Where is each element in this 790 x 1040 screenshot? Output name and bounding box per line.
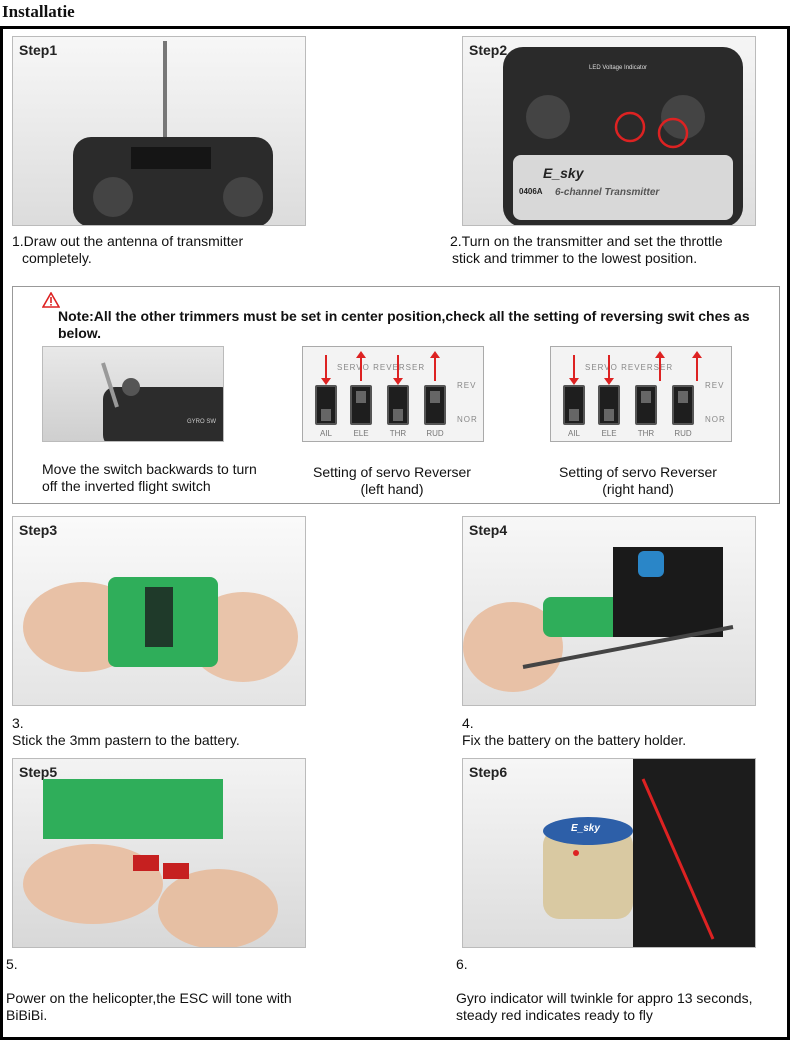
note-box (12, 286, 780, 504)
step4-caption-line2: Fix the battery on the battery holder. (462, 732, 687, 748)
channel-label-rud: RUD (426, 429, 444, 438)
transmitter-subtitle: 6-channel Transmitter (555, 187, 660, 198)
helicopter-frame-illustration (463, 547, 734, 692)
ail-down-arrow (321, 355, 331, 385)
reverser-title: SERVO REVERSER (585, 363, 674, 372)
ele-up-arrow (356, 351, 366, 381)
gyro-illustration (543, 759, 755, 947)
reverser-switch-ele (350, 385, 372, 425)
step2-photo: Step2 LED Voltage Indicator E_sky 0406A … (462, 36, 756, 226)
step4-photo: Step4 (462, 516, 756, 706)
nor-label: NOR (705, 415, 726, 424)
rud-up-arrow (692, 351, 702, 381)
step3-caption: 3. Stick the 3mm pastern to the battery. (12, 715, 312, 749)
rev-label: REV (457, 381, 477, 390)
ail-down-arrow (569, 355, 579, 385)
gyro-switch-label: GYRO SW (187, 419, 217, 425)
reverser-switch-rud (672, 385, 694, 425)
reverser-right-caption-line2: (right hand) (602, 481, 674, 497)
reverser-switch-thr (635, 385, 657, 425)
gyro-switch-caption: Move the switch backwards to turn off th… (42, 461, 282, 495)
led-indicator-label: LED Voltage Indicator (589, 65, 648, 71)
step4-caption-line1: 4. (462, 715, 474, 731)
reverser-switch-ail (563, 385, 585, 425)
step6-caption: Gyro indicator will twinkle for appro 13… (456, 990, 788, 1024)
gyro-switch-caption-line1: Move the switch backwards to turn (42, 461, 257, 477)
step1-caption-line2: completely. (22, 250, 92, 266)
step5-number: 5. (6, 956, 18, 972)
step1-label: Step1 (19, 42, 58, 58)
reverser-switch-rud (424, 385, 446, 425)
step1-caption: 1.Draw out the antenna of transmitter co… (12, 233, 312, 267)
step3-caption-line2: Stick the 3mm pastern to the battery. (12, 732, 240, 748)
channel-label-ele: ELE (353, 429, 369, 438)
step6-label: Step6 (469, 764, 508, 780)
page-frame (0, 26, 790, 1040)
step4-caption: 4. Fix the battery on the battery holder… (462, 715, 762, 749)
connector-illustration (23, 779, 278, 947)
channel-label-ele: ELE (601, 429, 617, 438)
step5-photo: Step5 (12, 758, 306, 948)
brand-logo: E_sky (543, 165, 584, 181)
reverser-right-caption: Setting of servo Reverser (right hand) (538, 464, 738, 498)
step5-caption-line2: Power on the helicopter,the ESC will ton… (6, 990, 292, 1006)
ele-down-arrow (604, 355, 614, 385)
reverser-left-caption: Setting of servo Reverser (left hand) (292, 464, 492, 498)
step5-caption: Power on the helicopter,the ESC will ton… (6, 990, 366, 1024)
step6-caption-line2: Gyro indicator will twinkle for appro 13… (456, 990, 753, 1006)
battery-illustration (23, 577, 298, 682)
step3-caption-line1: 3. (12, 715, 24, 731)
reverser-right-caption-line1: Setting of servo Reverser (559, 464, 717, 480)
step5-caption-line3: BiBiBi. (6, 1007, 48, 1023)
step6-caption-line3: steady red indicates ready to fly (456, 1007, 653, 1023)
warning-icon (42, 292, 60, 308)
gyro-switch-illustration (101, 362, 223, 441)
servo-reverser-left-hand: SERVO REVERSER AIL ELE THR RUD REV NOR (302, 346, 484, 442)
rud-up-arrow (430, 351, 440, 381)
nor-label: NOR (457, 415, 478, 424)
note-text: Note:All the other trimmers must be set … (58, 308, 750, 341)
reverser-switch-thr (387, 385, 409, 425)
reverser-switch-ele (598, 385, 620, 425)
step2-caption-line2: stick and trimmer to the lowest position… (452, 250, 698, 266)
step1-caption-line1: 1.Draw out the antenna of transmitter (12, 233, 244, 249)
channel-label-ail: AIL (319, 429, 332, 438)
step6-number: 6. (456, 956, 468, 972)
reverser-left-caption-line1: Setting of servo Reverser (313, 464, 471, 480)
channel-label-ail: AIL (567, 429, 580, 438)
reverser-left-caption-line2: (left hand) (360, 481, 424, 497)
channel-label-thr: THR (389, 429, 407, 438)
step2-caption-line1: 2.Turn on the transmitter and set the th… (450, 233, 723, 249)
step3-label: Step3 (19, 522, 58, 538)
channel-label-thr: THR (637, 429, 655, 438)
step2-label: Step2 (469, 42, 508, 58)
step6-photo: Step6 E_sky (462, 758, 756, 948)
channel-label-rud: RUD (674, 429, 692, 438)
gyro-brand-logo: E_sky (571, 823, 600, 834)
rev-label: REV (705, 381, 725, 390)
thr-up-arrow (655, 351, 665, 381)
page-title: Installatie (2, 2, 75, 21)
gyro-switch-caption-line2: off the inverted flight switch (42, 478, 211, 494)
transmitter-illustration (73, 41, 273, 225)
servo-reverser-right-hand: SERVO REVERSER AIL ELE THR RUD REV NOR (550, 346, 732, 442)
gyro-switch-photo: GYRO SW (42, 346, 224, 442)
thr-down-arrow (393, 355, 403, 385)
step5-label: Step5 (19, 764, 58, 780)
reverser-switch-ail (315, 385, 337, 425)
reverser-title: SERVO REVERSER (337, 363, 426, 372)
step4-label: Step4 (469, 522, 508, 538)
step1-photo: Step1 (12, 36, 306, 226)
step3-photo: Step3 (12, 516, 306, 706)
transmitter-illustration (503, 47, 743, 225)
model-label: 0406A (519, 187, 543, 196)
step2-caption: 2.Turn on the transmitter and set the th… (450, 233, 780, 267)
